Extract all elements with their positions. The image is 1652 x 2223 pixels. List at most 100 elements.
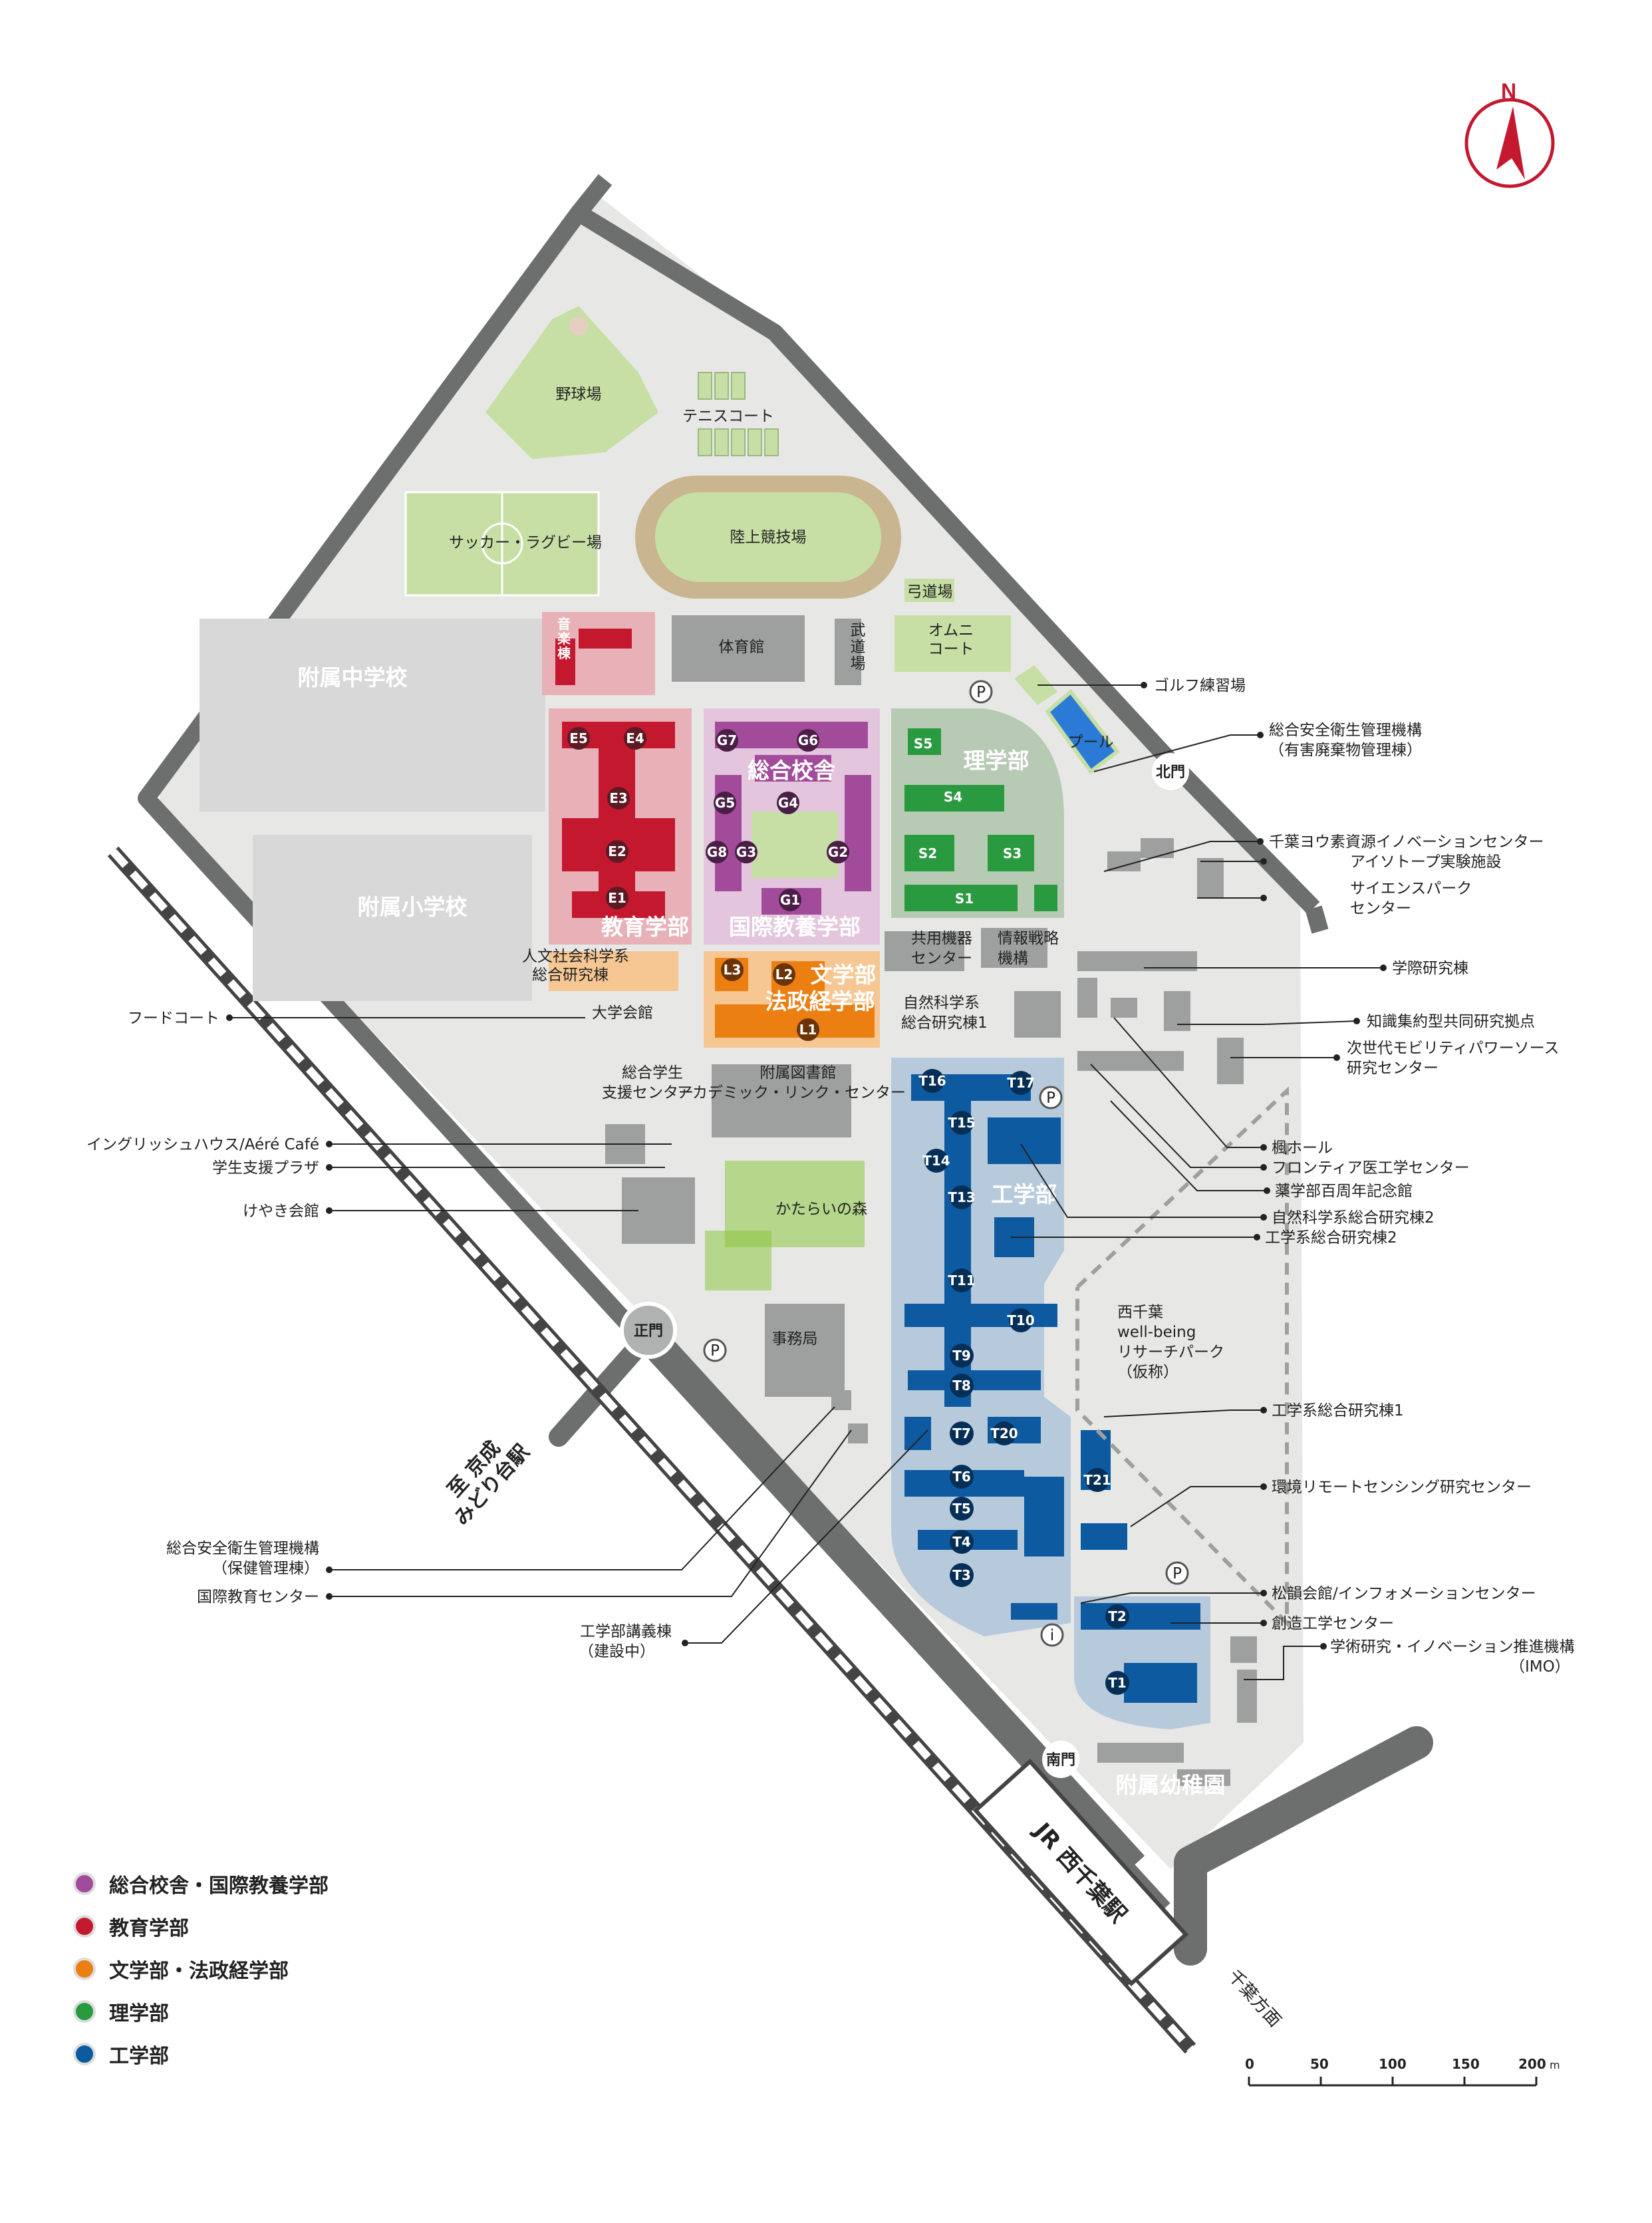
omni-court bbox=[895, 615, 1011, 672]
svg-text:T1: T1 bbox=[1108, 1675, 1127, 1691]
svg-text:T6: T6 bbox=[952, 1469, 971, 1485]
jimukyoku-label: 事務局 bbox=[772, 1330, 818, 1348]
kyudo-field bbox=[904, 579, 954, 602]
legend-label: 総合校舎・国際教養学部 bbox=[109, 1874, 329, 1898]
svg-text:創造工学センター: 創造工学センター bbox=[1272, 1615, 1394, 1632]
svg-text:L2: L2 bbox=[775, 966, 793, 982]
katarai-forest bbox=[705, 1161, 865, 1290]
svg-text:T8: T8 bbox=[952, 1378, 971, 1394]
fuzoku-chu-area bbox=[200, 619, 545, 812]
svg-text:フードコート: フードコート bbox=[128, 1010, 219, 1027]
svg-text:T15: T15 bbox=[948, 1115, 975, 1131]
svg-text:S4: S4 bbox=[944, 789, 962, 805]
legend-swatch bbox=[73, 2000, 96, 2023]
legend-swatch bbox=[73, 2043, 96, 2065]
fuzoku-yochi-label: 附属幼稚園 bbox=[1116, 1772, 1226, 1798]
seimon-gate[interactable] bbox=[620, 1302, 677, 1359]
north-arrow: N bbox=[1460, 79, 1560, 193]
legend: 総合校舎・国際教養学部 教育学部 文学部・法政経学部 理学部 工学部 bbox=[73, 1862, 329, 2075]
svg-text:E3: E3 bbox=[609, 790, 628, 806]
info-icon bbox=[1040, 1623, 1064, 1647]
legend-label: 教育学部 bbox=[109, 1917, 189, 1940]
svg-text:P: P bbox=[710, 1342, 720, 1360]
svg-text:S2: S2 bbox=[918, 845, 937, 861]
svg-text:G1: G1 bbox=[780, 892, 800, 908]
svg-text:T10: T10 bbox=[1007, 1312, 1034, 1328]
svg-text:知識集約型共同研究拠点: 知識集約型共同研究拠点 bbox=[1367, 1013, 1535, 1030]
svg-text:P: P bbox=[1172, 1565, 1182, 1582]
svg-text:T14: T14 bbox=[922, 1153, 950, 1169]
scale-tick-200: 200 bbox=[1518, 2056, 1546, 2072]
legend-label: 理学部 bbox=[109, 2002, 169, 2025]
track-inner bbox=[655, 492, 881, 582]
rigaku-codes: S5 S4 S2 S3 S1 bbox=[914, 736, 1022, 907]
svg-text:G6: G6 bbox=[798, 732, 818, 748]
svg-text:千葉ヨウ素資源イノベーションセンター: 千葉ヨウ素資源イノベーションセンター bbox=[1269, 833, 1544, 851]
kokusai-label: 国際教養学部 bbox=[729, 914, 861, 940]
svg-text:S3: S3 bbox=[1003, 845, 1022, 861]
callout-dots-left bbox=[226, 1014, 688, 1646]
road-northeast bbox=[574, 205, 1320, 915]
svg-text:T5: T5 bbox=[952, 1501, 971, 1517]
scale-unit: m bbox=[1550, 2059, 1560, 2071]
svg-text:T4: T4 bbox=[952, 1534, 971, 1550]
chiba-direction: 千葉方面 bbox=[1224, 1966, 1285, 2031]
sogo-label: 総合校舎 bbox=[748, 758, 835, 784]
svg-text:T9: T9 bbox=[952, 1348, 971, 1364]
scale-tick-50: 50 bbox=[1310, 2056, 1329, 2072]
svg-text:環境リモートセンシング研究センター: 環境リモートセンシング研究センター bbox=[1272, 1479, 1532, 1496]
svg-text:T21: T21 bbox=[1083, 1472, 1111, 1488]
library-label: 附属図書館アカデミック・リンク・センター bbox=[677, 1064, 906, 1102]
minamimon-gate[interactable] bbox=[1042, 1741, 1079, 1778]
svg-text:国際教育センター: 国際教育センター bbox=[197, 1588, 319, 1606]
svg-text:L3: L3 bbox=[724, 962, 742, 978]
svg-text:フロンティア医工学センター: フロンティア医工学センター bbox=[1272, 1159, 1470, 1177]
svg-text:薬学部百周年記念館: 薬学部百周年記念館 bbox=[1275, 1183, 1413, 1200]
svg-text:正門: 正門 bbox=[634, 1323, 663, 1340]
svg-text:北門: 北門 bbox=[1156, 764, 1185, 781]
svg-text:E2: E2 bbox=[608, 843, 626, 859]
svg-text:工学部講義棟（建設中）: 工学部講義棟（建設中） bbox=[579, 1623, 672, 1660]
baseball-label: 野球場 bbox=[556, 386, 602, 403]
svg-text:学生支援プラザ: 学生支援プラザ bbox=[212, 1159, 319, 1177]
svg-text:T2: T2 bbox=[1108, 1608, 1127, 1624]
svg-text:S5: S5 bbox=[914, 736, 932, 752]
callout-dots-right bbox=[1141, 682, 1387, 1650]
kyudo-label: 弓道場 bbox=[907, 583, 953, 601]
scale-bar: 0 50 100 150 200 m bbox=[1244, 2055, 1563, 2102]
svg-text:総合安全衛生管理機構（有害廃棄物管理棟）: 総合安全衛生管理機構（有害廃棄物管理棟） bbox=[1269, 722, 1422, 759]
svg-text:アイソトープ実験施設: アイソトープ実験施設 bbox=[1350, 853, 1501, 871]
svg-text:S1: S1 bbox=[955, 891, 974, 907]
svg-text:自然科学系総合研究棟2: 自然科学系総合研究棟2 bbox=[1272, 1209, 1435, 1227]
north-letter: N bbox=[1501, 80, 1516, 103]
rigaku-label: 理学部 bbox=[964, 748, 1030, 774]
rigaku-buildings bbox=[904, 728, 1057, 911]
svg-text:G8: G8 bbox=[707, 844, 727, 860]
track-label: 陸上競技場 bbox=[730, 529, 807, 546]
scale-tick-150: 150 bbox=[1452, 2056, 1480, 2072]
budo-label: 武道場 bbox=[851, 622, 866, 672]
tennis-label: テニスコート bbox=[682, 408, 774, 425]
baseball-home bbox=[569, 317, 588, 335]
svg-text:E1: E1 bbox=[608, 890, 626, 906]
road-east bbox=[1305, 905, 1329, 934]
kogaku-label: 工学部 bbox=[992, 1181, 1057, 1207]
sogo-codes: G7 G6 G5 G4 G8 G3 G2 G1 bbox=[706, 729, 849, 911]
svg-text:T16: T16 bbox=[918, 1073, 946, 1089]
legend-swatch bbox=[73, 1915, 96, 1938]
kitamon-gate[interactable] bbox=[1152, 753, 1189, 790]
daigaku-kaikan-label: 大学会館 bbox=[592, 1004, 653, 1022]
callouts-left bbox=[229, 1017, 928, 1644]
scale-tick-0: 0 bbox=[1245, 2056, 1254, 2072]
callout-labels-left: フードコート イングリッシュハウス/Aéré Café 学生支援プラザ けやき会… bbox=[86, 1010, 672, 1660]
callouts-right bbox=[1011, 684, 1383, 1680]
kyoiku-codes: E5 E4 E3 E2 E1 bbox=[567, 727, 646, 909]
legend-item: 文学部・法政経学部 bbox=[73, 1948, 329, 1990]
parking-icons: P P P P bbox=[703, 680, 1189, 1585]
svg-text:G7: G7 bbox=[717, 732, 737, 748]
scale-tick-100: 100 bbox=[1379, 2056, 1407, 2072]
svg-text:学際研究棟: 学際研究棟 bbox=[1392, 960, 1468, 977]
pool bbox=[1044, 688, 1121, 775]
legend-swatch bbox=[73, 1872, 96, 1895]
